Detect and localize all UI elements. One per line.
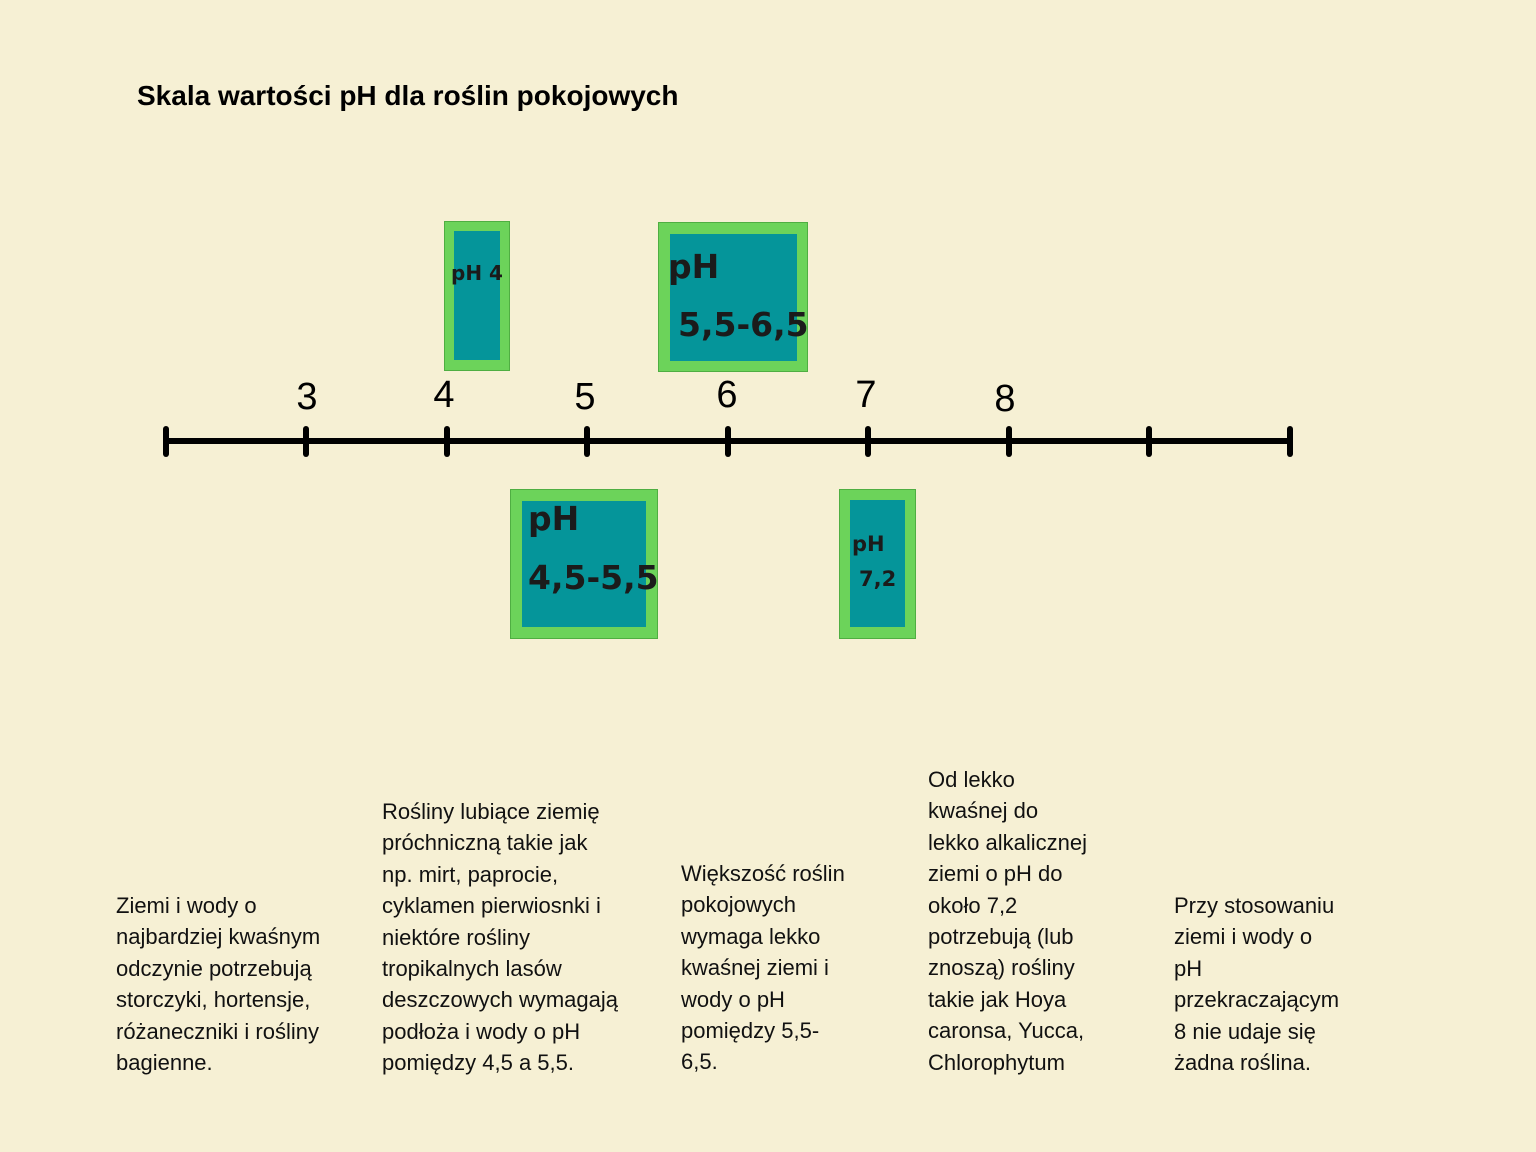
tick-label-6: 6 bbox=[716, 374, 738, 416]
tick-label-4: 4 bbox=[433, 374, 455, 416]
ph-box-72-line2: 7,2 bbox=[859, 567, 897, 591]
tick-label-7: 7 bbox=[855, 374, 877, 416]
ph-box-fill bbox=[850, 500, 905, 627]
ph-box-fill bbox=[454, 231, 500, 360]
tick-label-8: 8 bbox=[994, 378, 1016, 420]
ph-box-4 bbox=[444, 221, 510, 371]
page-title: Skala wartości pH dla roślin pokojowych bbox=[137, 80, 679, 111]
tick-label-5: 5 bbox=[574, 376, 596, 418]
ph-box-fill bbox=[670, 234, 797, 361]
ph-box-55-65-line2: 5,5-6,5 bbox=[678, 305, 809, 344]
ph-box-45-55-line2: 4,5-5,5 bbox=[528, 558, 659, 597]
ph-box-55-65-line1: pH bbox=[668, 247, 720, 286]
ph-box-72-line1: pH bbox=[852, 532, 885, 556]
ph-box-45-55 bbox=[510, 489, 658, 639]
description-acidic: Ziemi i wody o najbardziej kwaśnym odczy… bbox=[116, 893, 321, 1076]
ph-box-fill bbox=[522, 501, 646, 627]
description-neutral: Od lekko kwaśnej do lekko alkalicznej zi… bbox=[928, 767, 1087, 1075]
description-humus: Rośliny lubiące ziemię próchniczną takie… bbox=[382, 799, 618, 1076]
ph-box-45-55-line1: pH bbox=[528, 499, 580, 538]
ph-box-4-label: pH 4 bbox=[451, 261, 503, 285]
description-alkaline: Przy stosowaniu ziemi i wody o pH przekr… bbox=[1174, 893, 1340, 1076]
ph-box-72 bbox=[839, 489, 916, 639]
tick-label-3: 3 bbox=[296, 376, 318, 418]
ph-box-55-65 bbox=[658, 222, 808, 372]
description-most-plants: Większość roślin pokojowych wymaga lekko… bbox=[681, 861, 845, 1075]
